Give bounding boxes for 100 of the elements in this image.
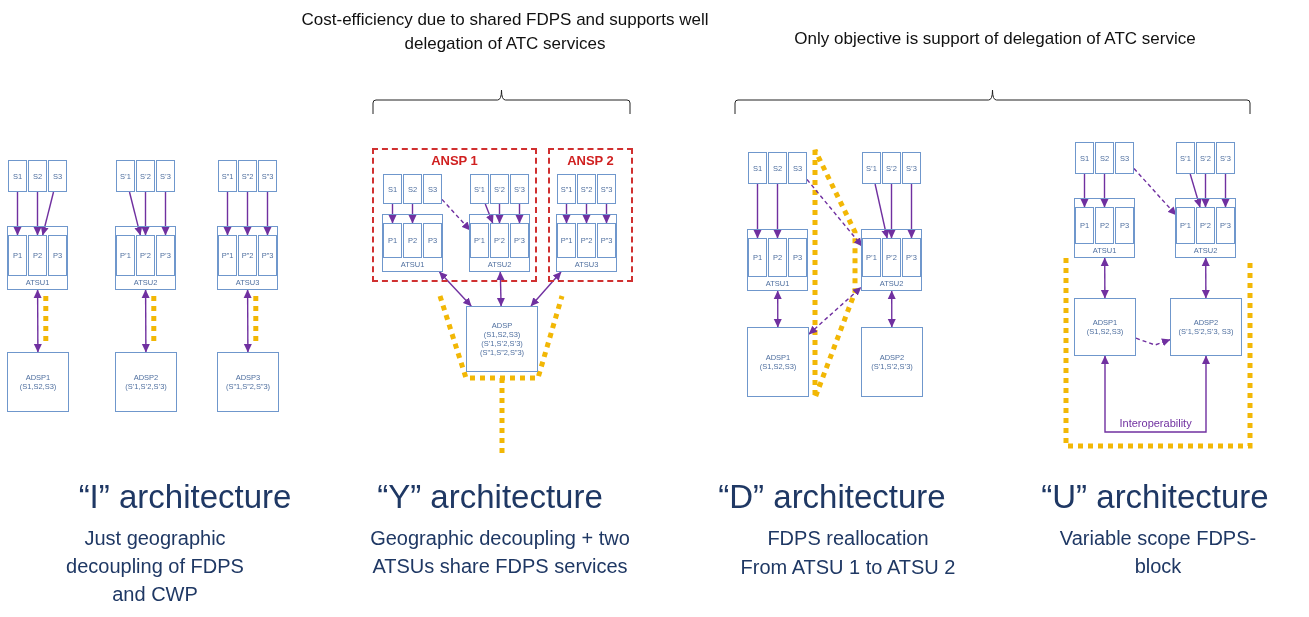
module-box [577,223,596,258]
input-box [258,160,277,192]
server-box [7,352,69,412]
arrow [263,191,272,236]
group-title: ANSP 1 [430,153,479,168]
module-box [1095,207,1114,244]
note-text: Only objective is support of delegation of ATC service [793,28,1197,50]
arrow [907,183,916,239]
module-box [788,238,807,277]
input-box [490,174,509,204]
input-box [1075,142,1094,174]
architecture-caption: Geographic decoupling + two ATSUs share FDPS services [370,526,630,579]
module-box [258,235,277,276]
arrow [141,191,150,236]
module-box [768,238,787,277]
arrow [515,203,524,224]
arrow [1100,173,1109,208]
architecture-title: “Y” architecture [376,477,604,517]
input-box [136,160,155,192]
arrow [582,203,591,224]
unit-box [7,226,68,290]
arrow [602,203,611,224]
unit-box [1074,198,1135,258]
arrow [1101,355,1210,433]
unit-box [1175,198,1236,258]
architecture-title: “I” architecture [77,477,293,517]
server-box [1074,298,1136,356]
server-box [217,352,279,412]
arrow [495,203,504,224]
input-box [557,174,576,204]
arrow [408,203,417,224]
input-box [423,174,442,204]
group-frame [372,148,537,282]
arrow [806,178,863,247]
input-box [510,174,529,204]
input-box [116,160,135,192]
module-box [470,223,489,258]
edge-label: Interoperability [1117,417,1194,429]
input-box [238,160,257,192]
module-box [902,238,921,277]
input-box [882,152,901,184]
architecture-title: “U” architecture [1040,477,1270,517]
unit-box [861,229,922,291]
arrow [1080,173,1089,208]
input-box [862,152,881,184]
input-box [1196,142,1215,174]
arrow [161,191,170,236]
arrow [438,271,472,307]
arrow [33,289,42,353]
module-box [28,235,47,276]
module-box [136,235,155,276]
server-box [1170,298,1242,356]
arrow [1201,257,1210,299]
architecture-caption: FDPS reallocation [766,526,930,551]
module-box [423,223,442,258]
input-box [902,152,921,184]
input-box [1176,142,1195,174]
input-box [470,174,489,204]
module-box [238,235,257,276]
arrow [33,191,42,236]
arrow [40,191,55,236]
unit-box [747,229,808,291]
module-box [156,235,175,276]
module-box [862,238,881,277]
input-box [218,160,237,192]
module-box [8,235,27,276]
arrow [1189,173,1202,208]
module-box [1196,207,1215,244]
input-box [597,174,616,204]
input-box [28,160,47,192]
arrow [753,183,762,239]
arrow [388,203,397,224]
input-box [48,160,67,192]
architecture-title: “D” architecture [717,477,947,517]
module-box [383,223,402,258]
arrow [1221,173,1230,208]
input-box [8,160,27,192]
arrow [562,203,571,224]
input-box [383,174,402,204]
arrow [530,271,562,307]
arrow [1201,173,1210,208]
server-box [747,327,809,397]
input-box [403,174,422,204]
module-box [48,235,67,276]
arrow [496,271,505,307]
group-title: ANSP 2 [566,153,615,168]
module-box [882,238,901,277]
arrow [13,191,22,236]
input-box [156,160,175,192]
unit-box [217,226,278,290]
module-box [748,238,767,277]
arrow [874,183,890,239]
server-box [466,306,538,372]
module-box [218,235,237,276]
module-box [1115,207,1134,244]
unit-box [382,214,443,272]
unit-box [115,226,176,290]
arrow [773,290,782,328]
module-box [1216,207,1235,244]
arrow [1133,167,1177,216]
